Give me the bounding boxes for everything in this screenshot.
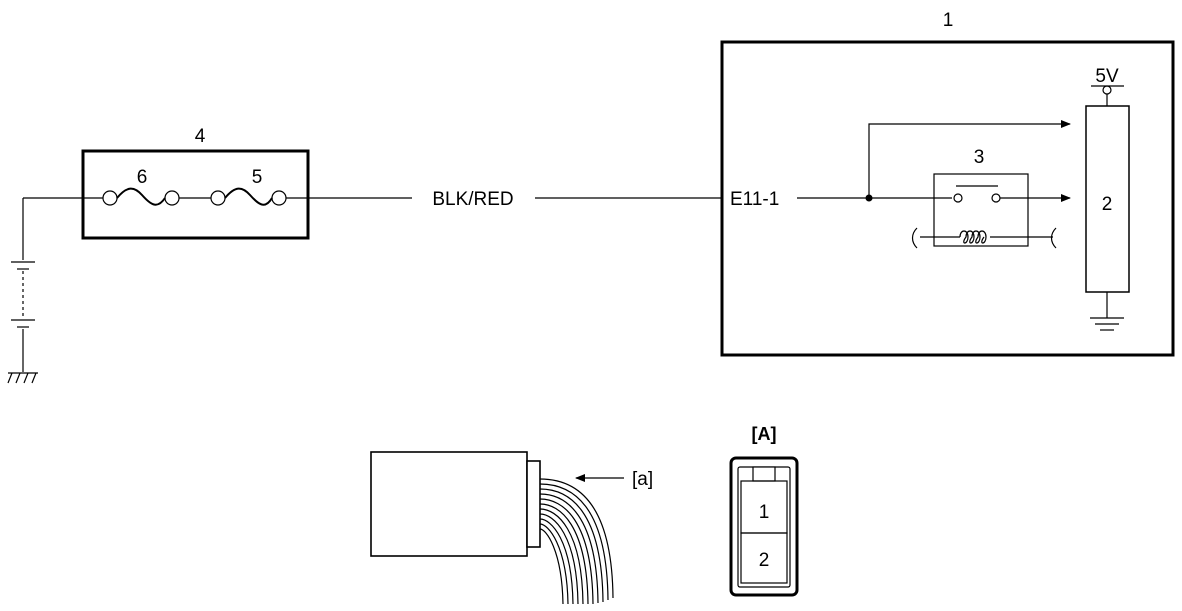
connector-pin-2: 2 (759, 550, 770, 571)
relay (869, 173, 1071, 249)
ecu-label: 1 (943, 10, 954, 31)
component-illustration (370, 451, 614, 605)
connector-pin-1: 1 (759, 502, 770, 523)
connector-a (729, 456, 799, 597)
upper-branch-wire (868, 120, 1071, 198)
fuse-6-label: 6 (137, 167, 148, 188)
signal-ground-icon (1090, 292, 1124, 331)
supply-voltage-label: 5V (1095, 66, 1119, 87)
sensor-label: 2 (1102, 194, 1113, 215)
fuse-5-label: 5 (252, 167, 263, 188)
view-arrow-label: [a] (632, 469, 653, 490)
battery-symbol (11, 197, 85, 372)
supply-5v (1091, 85, 1124, 106)
fuse-6 (85, 187, 211, 206)
fuse-box (81, 149, 310, 240)
fuse-5 (210, 187, 308, 206)
wire-color-label: BLK/RED (432, 189, 513, 210)
relay-label: 3 (974, 147, 985, 168)
terminal-label: E11-1 (730, 189, 779, 210)
fuse-box-label: 4 (195, 126, 206, 147)
chassis-ground-icon (7, 372, 38, 384)
connector-view-label: [A] (752, 424, 777, 444)
ecu-box (720, 40, 1175, 357)
